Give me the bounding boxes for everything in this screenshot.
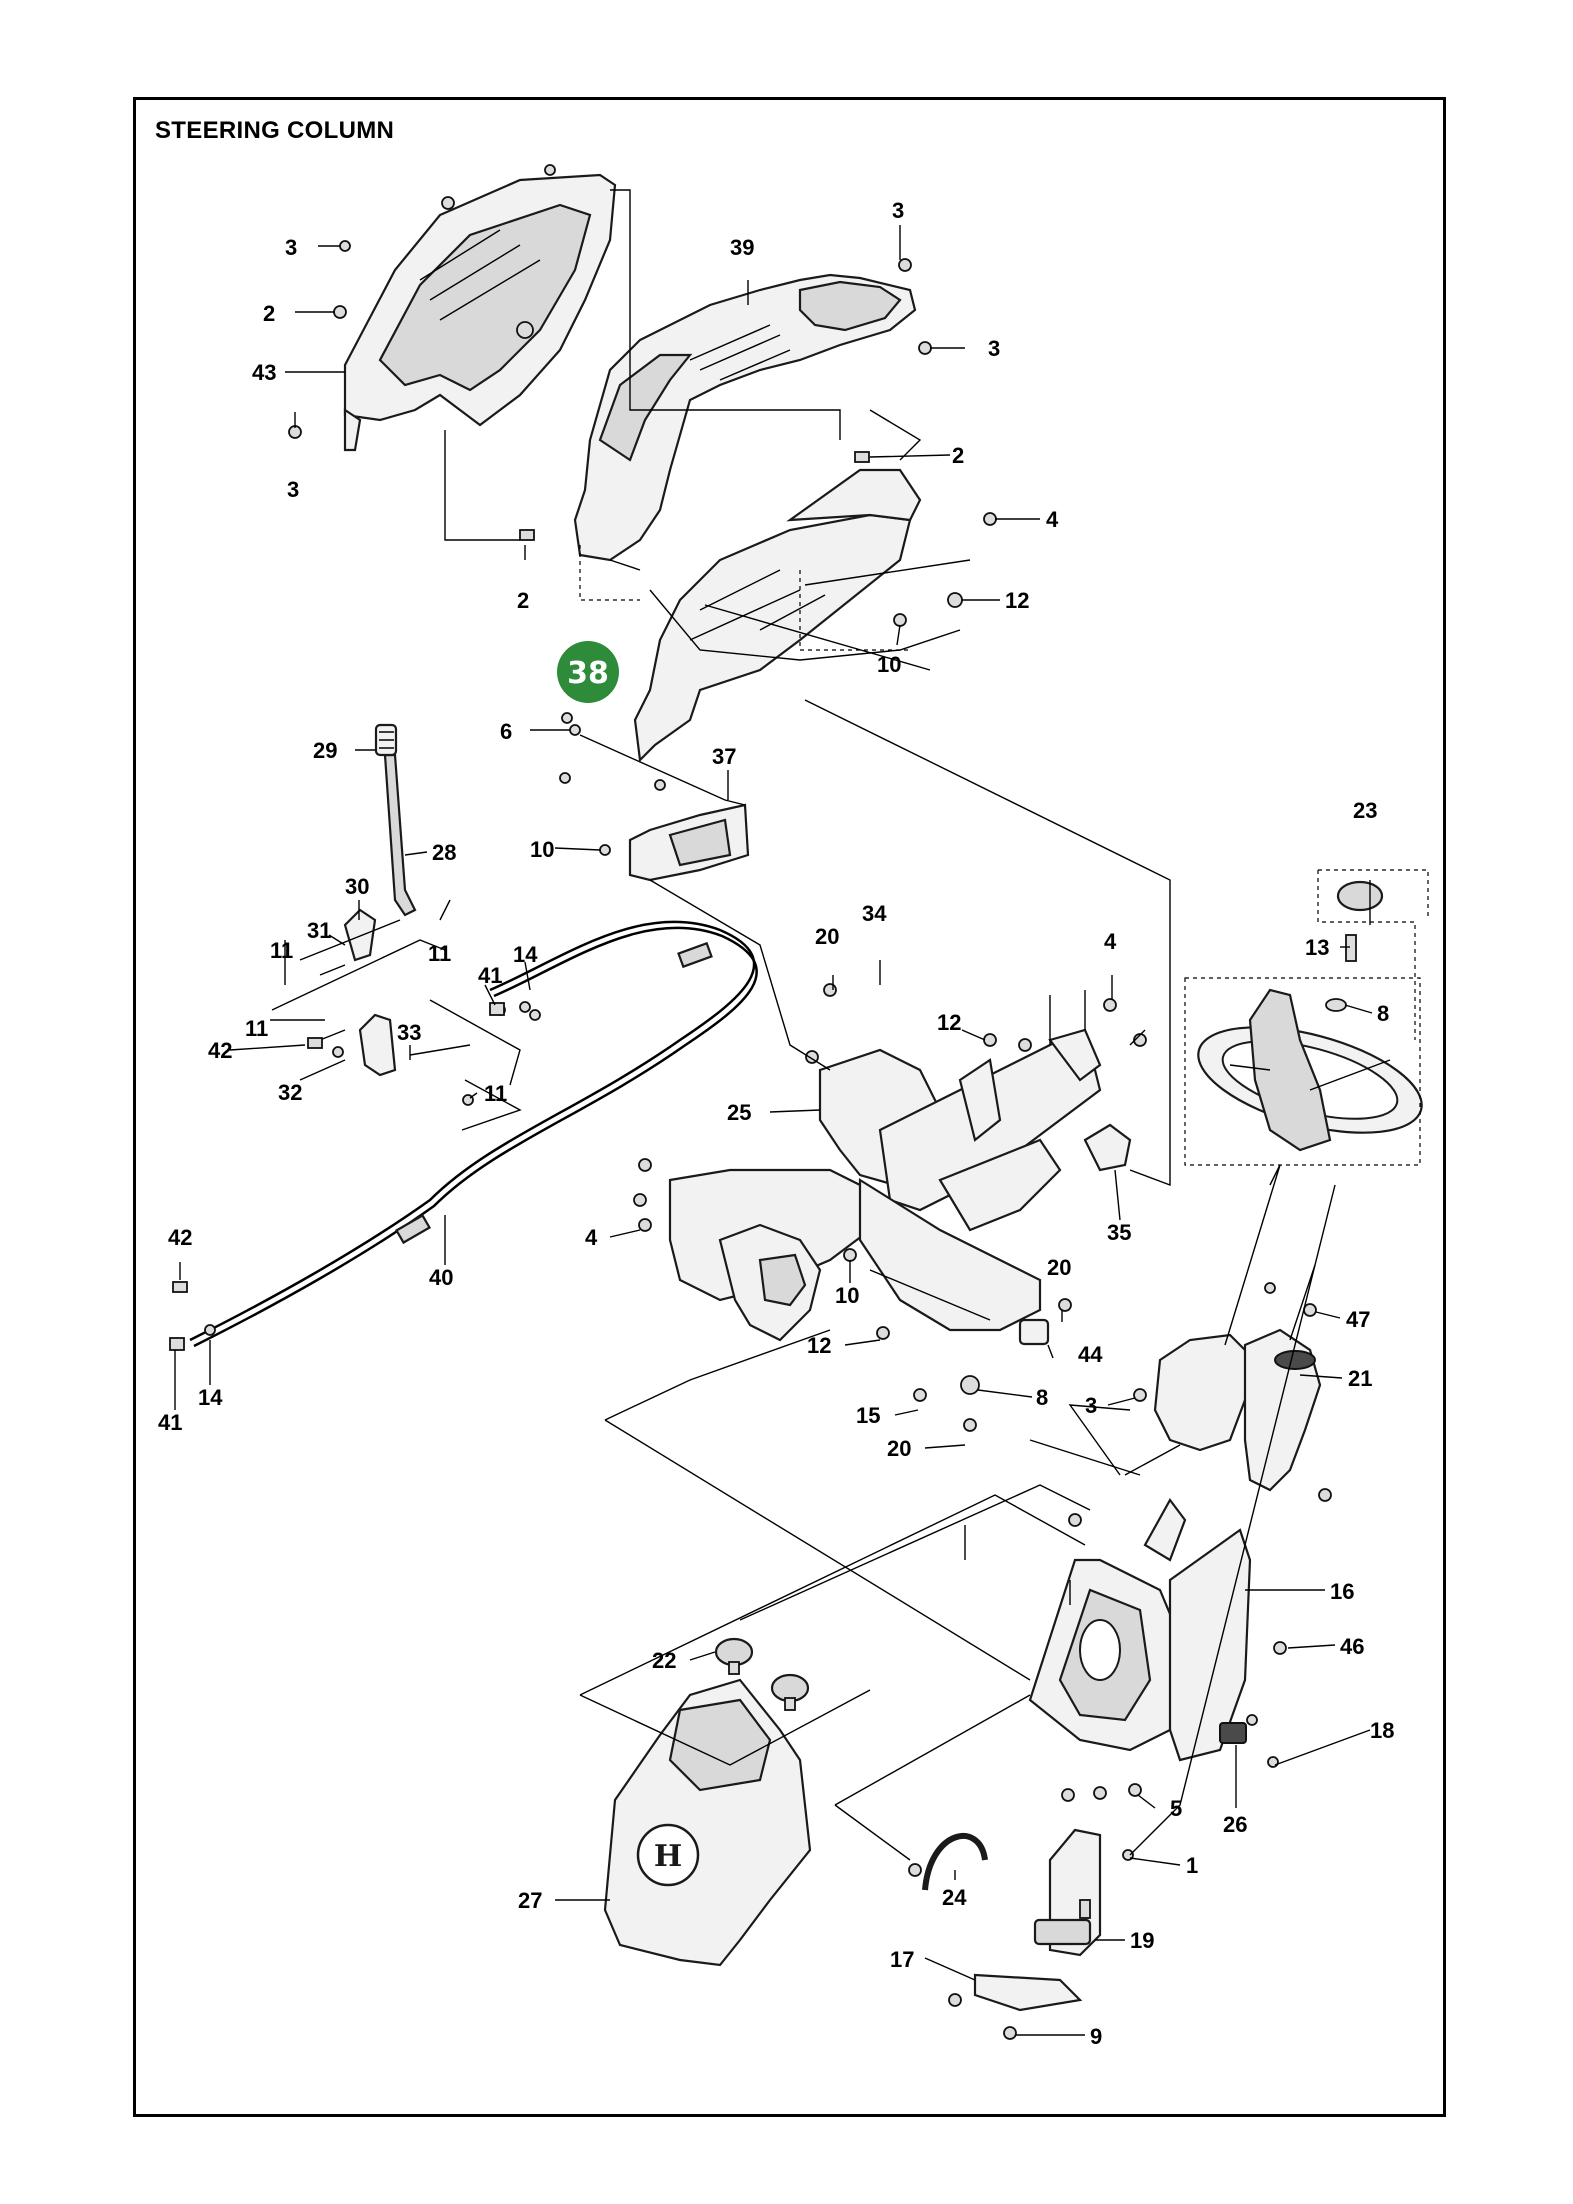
part-44-bumper [1018,1318,1050,1346]
callout-19: 19 [1130,1928,1154,1953]
callout-23: 23 [1353,798,1377,823]
callout-37: 37 [712,744,736,769]
callout-31: 31 [307,918,331,943]
diagram-title: STEERING COLUMN [155,117,395,144]
callout-10: 10 [877,652,901,677]
leader-lines [174,225,1373,2036]
part-43-side-panel [343,173,617,452]
part-38-front-panel [633,468,922,763]
part-21-column-shroud [1153,1328,1322,1492]
callout-3: 3 [1085,1393,1097,1418]
steering-wheel [1197,988,1423,1152]
callout-14: 14 [198,1385,223,1410]
callout-9: 9 [1090,2024,1102,2049]
part-40-control-cable [189,920,758,1348]
callout-12: 12 [1005,588,1029,613]
callout-17: 17 [890,1947,914,1972]
part-39-console-cover [573,273,917,562]
callout-27: 27 [518,1888,542,1913]
part-27-front-cover: H [603,1678,812,1967]
part-24-hose [922,1833,988,1891]
diagram-frame [133,97,1446,2117]
callout-24: 24 [942,1885,967,1910]
callout-18: 18 [1370,1718,1394,1743]
callout-11: 11 [245,1016,268,1041]
callout-32: 32 [278,1080,302,1105]
callout-12: 12 [937,1010,961,1035]
callout-8: 8 [1036,1385,1048,1410]
callout-46: 46 [1340,1634,1364,1659]
callout-20: 20 [887,1436,911,1461]
highlight-badge-label: 38 [567,656,609,691]
part-32-lever-linkage [307,908,471,1077]
callout-4: 4 [1046,507,1059,532]
callout-34: 34 [862,901,887,926]
highlight-badge-38[interactable]: 38 [557,641,619,703]
callout-33: 33 [397,1020,421,1045]
callout-42: 42 [168,1225,192,1250]
callout-29: 29 [313,738,337,763]
part-19-actuator [1033,1828,1102,1957]
part-22-caps [714,1637,810,1711]
part-8-washer [1325,998,1347,1012]
callout-3: 3 [287,477,299,502]
callout-20: 20 [1047,1255,1071,1280]
hardware-fasteners [169,164,1332,2040]
part-13-bolt [1345,934,1357,962]
callout-35: 35 [1107,1220,1131,1245]
callout-41: 41 [158,1410,182,1435]
part-23-steering-cap [1336,880,1384,912]
callout-2: 2 [263,301,275,326]
assembly-lines [271,189,1429,1861]
svg-text:H: H [654,1839,682,1874]
callout-3: 3 [988,336,1000,361]
callout-16: 16 [1330,1579,1354,1604]
callout-3: 3 [285,235,297,260]
callout-47: 47 [1346,1307,1370,1332]
callout-10: 10 [835,1283,859,1308]
part-25-column-mount [668,1028,1102,1342]
callout-12: 12 [807,1333,831,1358]
part-16-column-housing [1028,1497,1252,1762]
callout-15: 15 [856,1403,880,1428]
callout-25: 25 [727,1100,751,1125]
callout-41: 41 [478,963,502,988]
callout-11: 11 [484,1081,507,1106]
callout-43: 43 [252,360,276,385]
callout-labels: 3 2 43 3 2 39 3 3 2 4 12 10 6 37 29 28 1… [158,198,1394,2049]
callout-26: 26 [1223,1812,1247,1837]
highlight-badge-circle [557,641,619,703]
part-28-lever-rod [374,723,417,917]
callout-39: 39 [730,235,754,260]
part-35-clip [1083,1123,1132,1172]
callout-3: 3 [892,198,904,223]
callout-2: 2 [952,443,964,468]
callout-28: 28 [432,840,456,865]
callout-4: 4 [585,1225,598,1250]
callout-11: 11 [428,941,451,966]
callout-11: 11 [270,938,293,963]
callout-21: 21 [1348,1366,1372,1391]
callout-8: 8 [1377,1001,1389,1026]
callout-10: 10 [530,837,554,862]
part-17-base-plate [973,1973,1083,2012]
callout-20: 20 [815,924,839,949]
callout-6: 6 [500,719,512,744]
part-37-bracket [628,803,750,882]
callout-2: 2 [517,588,529,613]
callout-1: 1 [1186,1853,1198,1878]
callout-5: 5 [1170,1796,1182,1821]
callout-42: 42 [208,1038,232,1063]
callout-13: 13 [1305,935,1329,960]
callout-22: 22 [652,1648,676,1673]
part-26-switch [1219,1722,1247,1744]
callout-14: 14 [513,942,538,967]
callout-4: 4 [1104,929,1117,954]
callout-40: 40 [429,1265,453,1290]
callout-30: 30 [345,874,369,899]
callout-44: 44 [1078,1342,1103,1367]
